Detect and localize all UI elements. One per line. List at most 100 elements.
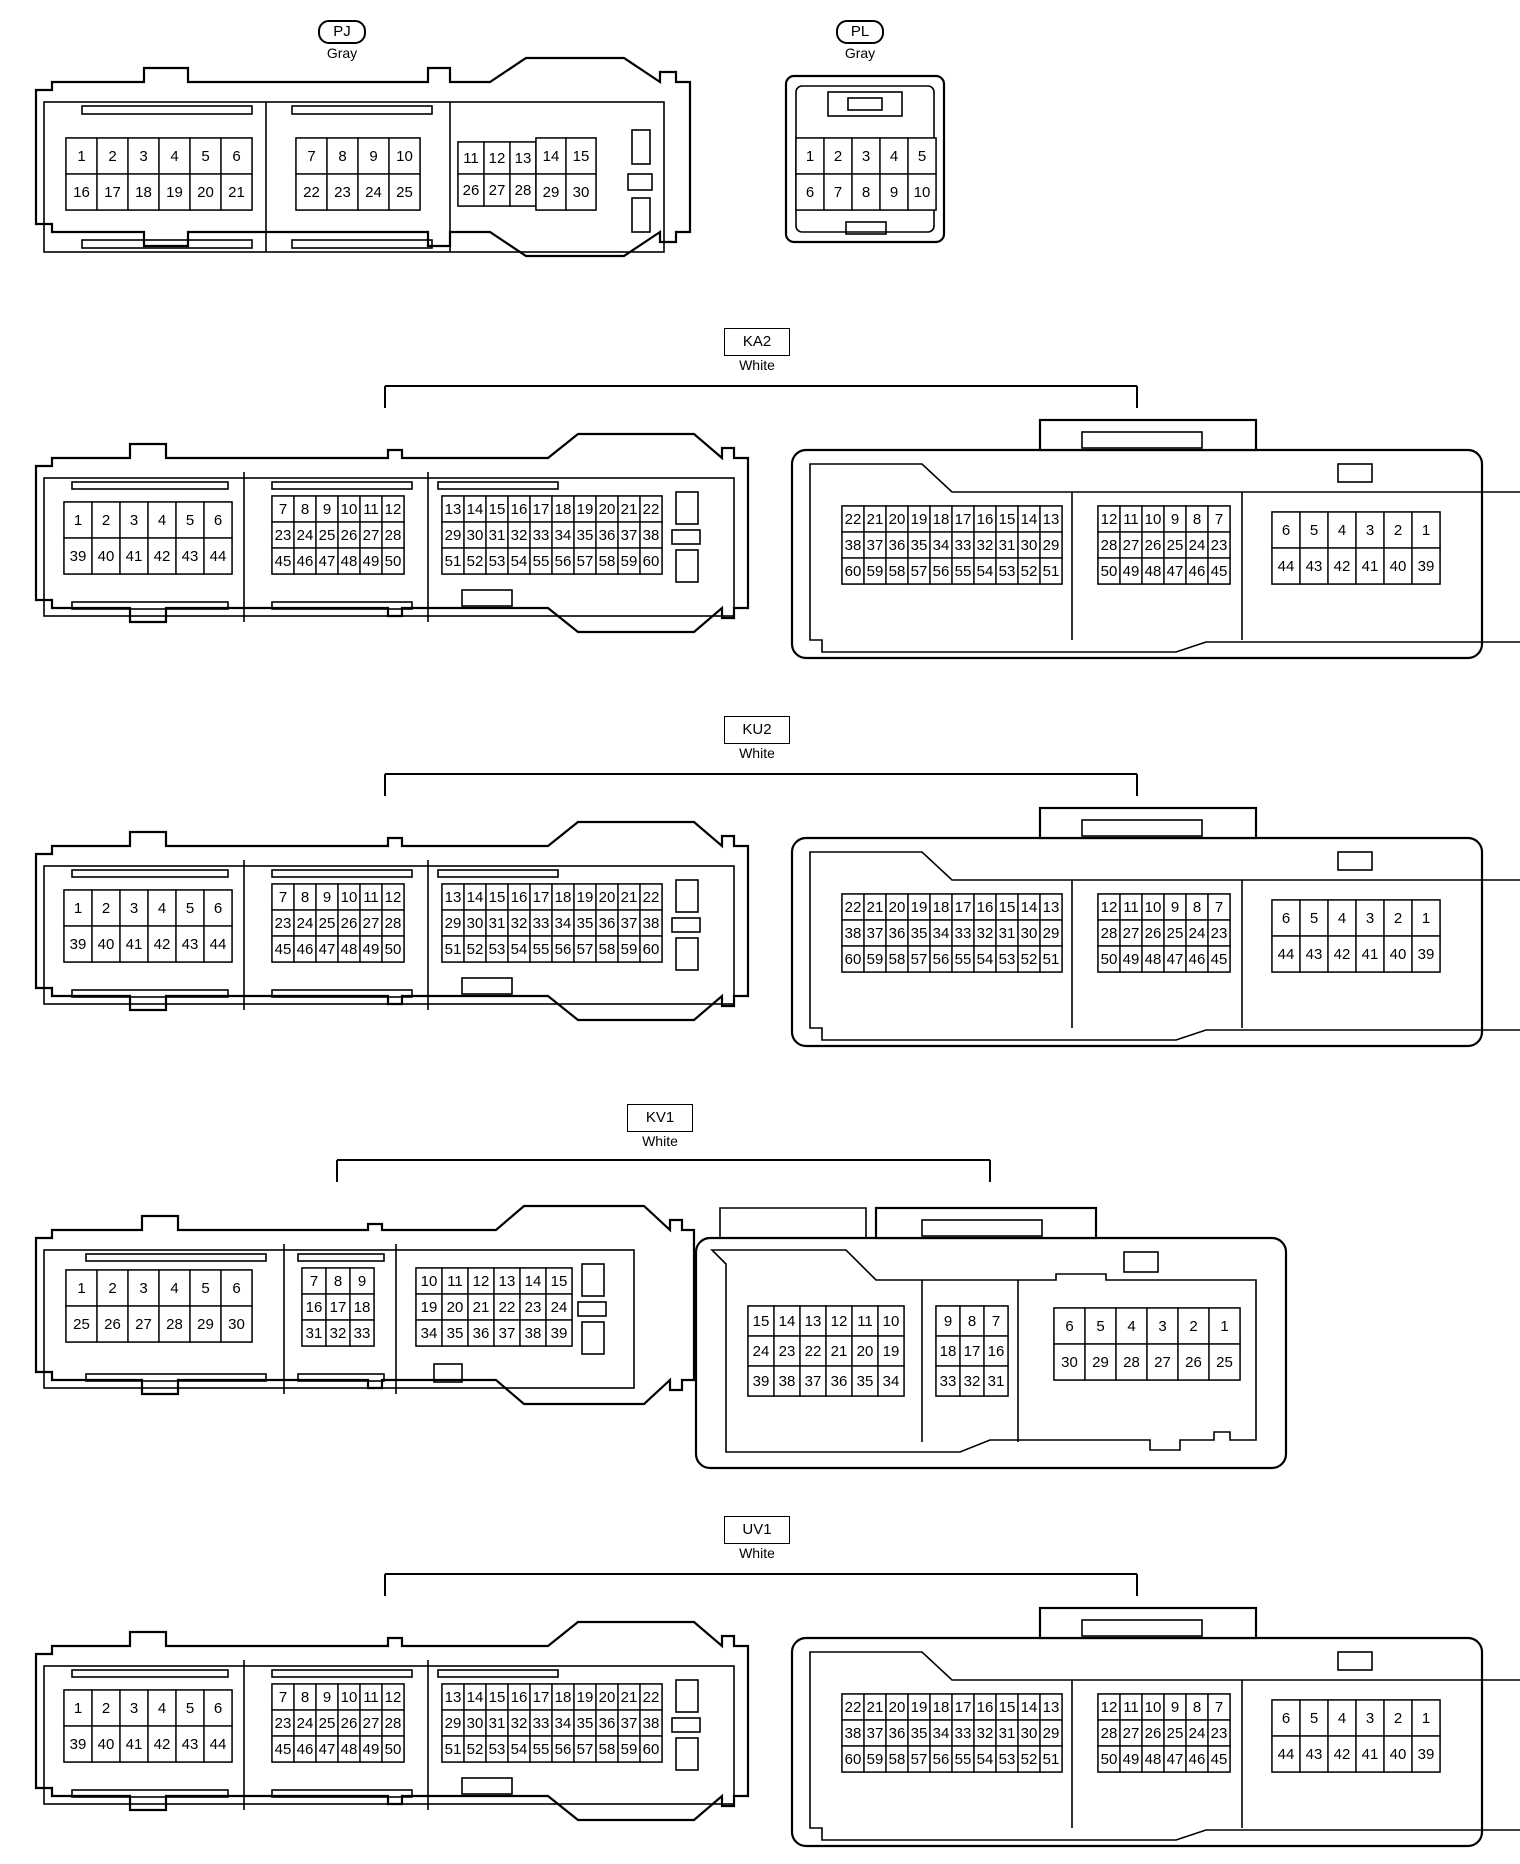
pin-number: 54 [977, 1751, 994, 1768]
pin-number: 59 [867, 563, 884, 580]
pair-bracket [384, 773, 1138, 796]
pin-number: 30 [1061, 1354, 1078, 1371]
pin-number: 18 [135, 184, 152, 201]
pin-number: 5 [1096, 1318, 1104, 1335]
pin-cell [467, 1319, 495, 1347]
pin-number: 1 [806, 148, 814, 165]
pin-number: 28 [1101, 537, 1118, 554]
pin-number: 5 [186, 512, 194, 529]
pin-number: 19 [166, 184, 183, 201]
pin-number: 44 [1278, 558, 1295, 575]
female-top-tab [1038, 418, 1258, 452]
pin-number: 8 [1193, 1699, 1201, 1716]
pin-number: 58 [599, 553, 616, 570]
pin-number: 43 [182, 548, 199, 565]
pin-number: 41 [1362, 558, 1379, 575]
pin-number: 33 [533, 1715, 550, 1732]
pin-number: 17 [533, 501, 550, 518]
pin-number: 1 [1422, 522, 1430, 539]
pin-number: 19 [577, 889, 594, 906]
pin-number: 11 [447, 1273, 463, 1290]
pin-number: 14 [525, 1273, 542, 1290]
pin-cell [1411, 1699, 1441, 1737]
pin-number: 4 [1338, 522, 1346, 539]
pin-number: 10 [341, 1689, 358, 1706]
pin-number: 51 [445, 1741, 462, 1758]
pin-cell [1383, 899, 1413, 937]
pin-cell [1411, 935, 1441, 973]
pin-number: 15 [551, 1273, 568, 1290]
pin-number: 42 [1334, 946, 1351, 963]
pin-number: 37 [621, 1715, 638, 1732]
female-top-slot [1081, 1619, 1203, 1637]
pin-number: 40 [1390, 946, 1407, 963]
male-inner-frame [43, 1249, 635, 1389]
pin-number: 18 [933, 511, 950, 528]
pin-number: 47 [319, 941, 336, 958]
male-rib [437, 481, 559, 490]
male-rib [271, 1669, 413, 1678]
pin-number: 35 [911, 925, 928, 942]
pin-number: 25 [73, 1316, 90, 1333]
pin-cell [851, 1365, 879, 1397]
pin-number: 43 [1306, 946, 1323, 963]
pin-number: 12 [385, 889, 402, 906]
male-latch [675, 1737, 699, 1771]
pin-number: 38 [643, 527, 660, 544]
male-latch [675, 549, 699, 583]
pin-cell [1355, 511, 1385, 549]
pin-number: 2 [1394, 1710, 1402, 1727]
pin-number: 47 [319, 553, 336, 570]
pin-number: 14 [467, 889, 484, 906]
pin-cell [935, 1305, 961, 1337]
pin-cell [91, 537, 121, 575]
pin-number: 57 [911, 563, 928, 580]
pin-number: 10 [341, 889, 358, 906]
pin-number: 13 [499, 1273, 516, 1290]
pin-number: 12 [831, 1313, 848, 1330]
pin-number: 5 [918, 148, 926, 165]
pin-number: 46 [297, 1741, 314, 1758]
pin-cell [203, 1725, 233, 1763]
pin-number: 59 [621, 941, 638, 958]
pin-number: 48 [341, 1741, 358, 1758]
pin-cell [773, 1335, 801, 1367]
pin-cell [381, 547, 405, 575]
pin-number: 49 [363, 941, 380, 958]
pin-number: 3 [1366, 522, 1374, 539]
pin-number: 15 [999, 1699, 1016, 1716]
pin-number: 4 [1127, 1318, 1135, 1335]
pin-cell [220, 137, 253, 175]
pin-number: 2 [1394, 910, 1402, 927]
pin-cell [639, 547, 663, 575]
male-inner-frame [43, 865, 735, 1005]
pair-bracket [384, 1573, 1138, 1596]
pin-number: 3 [1158, 1318, 1166, 1335]
male-latch [671, 1717, 701, 1733]
pin-number: 14 [467, 501, 484, 518]
pin-cell [175, 501, 205, 539]
female-inner-outline [809, 463, 1520, 653]
pin-number: 3 [139, 1280, 147, 1297]
pin-number: 26 [1185, 1354, 1202, 1371]
pin-number: 25 [1167, 925, 1184, 942]
pin-number: 23 [275, 915, 292, 932]
pin-number: 14 [543, 148, 560, 165]
pin-number: 45 [1211, 1751, 1228, 1768]
pin-number: 36 [473, 1325, 490, 1342]
pin-number: 27 [1123, 925, 1140, 942]
pin-number: 40 [1390, 558, 1407, 575]
pin-cell [483, 141, 511, 175]
pin-cell [119, 889, 149, 927]
pin-number: 13 [1043, 1699, 1060, 1716]
pin-cell [91, 1725, 121, 1763]
pin-number: 39 [753, 1373, 770, 1390]
pin-number: 21 [228, 184, 245, 201]
pin-number: 26 [341, 1715, 358, 1732]
pin-number: 53 [999, 951, 1016, 968]
pin-cell [519, 1293, 547, 1321]
